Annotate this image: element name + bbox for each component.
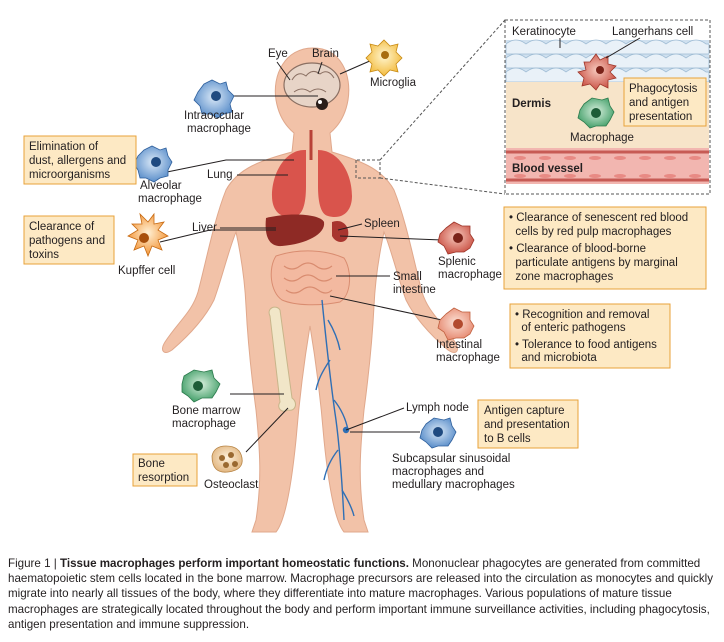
figure-caption: Figure 1 | Tissue macrophages perform im…	[8, 556, 720, 632]
label-bm-2: macrophage	[172, 418, 236, 430]
label-kupffer: Kupffer cell	[118, 265, 175, 277]
subcapsular-macrophage-cell	[419, 417, 457, 449]
box-antigen-capture: Antigen capture and presentation to B ce…	[477, 399, 579, 449]
organ-labels: Eye Brain Microglia Intraoccular macroph…	[118, 48, 515, 491]
label-lymph-node: Lymph node	[406, 402, 469, 414]
liver-organ	[265, 214, 325, 247]
box-bone-line-1: Bone	[138, 458, 165, 470]
label-subcap-2: macrophages and	[392, 466, 484, 478]
box-intestinal-line-3: • Tolerance to food antigens	[515, 339, 657, 351]
box-phagocytosis: Phagocytosis and antigen presentation	[623, 77, 707, 127]
box-clearance-pathogens: Clearance of pathogens and toxins	[23, 215, 115, 265]
label-osteoclast: Osteoclast	[204, 479, 259, 491]
label-intestinal-2: macrophage	[436, 352, 500, 364]
label-microglia: Microglia	[370, 77, 417, 89]
box-clearance-line-2: pathogens and	[29, 235, 105, 247]
box-clearance-line-1: Clearance of	[29, 221, 95, 233]
intestine-organ	[270, 250, 350, 306]
box-splenic-line-5: zone macrophages	[509, 271, 613, 283]
box-elimination-line-3: microorganisms	[29, 169, 110, 181]
box-splenic-line-2: cells by red pulp macrophages	[509, 226, 672, 238]
label-intestinal-1: Intestinal	[436, 339, 482, 351]
box-intestinal-line-2: of enteric pathogens	[515, 322, 626, 334]
box-phago-line-3: presentation	[629, 111, 692, 123]
spleen-organ	[332, 220, 349, 242]
bone-marrow-macrophage-cell	[181, 369, 221, 403]
lymph-vessels	[315, 299, 355, 521]
inset-blood-vessel: Blood vessel	[512, 163, 583, 175]
label-subcap-1: Subcapsular sinusoidal	[392, 453, 510, 465]
label-small-int-1: Small	[393, 271, 422, 283]
box-bone-line-2: resorption	[138, 472, 189, 484]
box-antigen-line-1: Antigen capture	[484, 405, 565, 417]
intestinal-macrophage-cell	[437, 307, 475, 341]
label-alveolar-1: Alveolar	[140, 180, 182, 192]
lungs-organ	[272, 130, 352, 218]
box-elimination-line-1: Elimination of	[29, 141, 99, 153]
box-intestinal-line-4: and microbiota	[515, 352, 597, 364]
inset-dermis: Dermis	[512, 98, 551, 110]
label-lung: Lung	[207, 169, 233, 181]
splenic-macrophage-cell	[437, 221, 475, 255]
inset-keratinocyte: Keratinocyte	[512, 26, 576, 38]
intraocular-macrophage-cell	[193, 79, 235, 119]
alveolar-macrophage-cell	[133, 145, 173, 183]
caption-body: Mononuclear phagocytes are generated fro…	[8, 557, 714, 631]
box-elimination-line-2: dust, allergens and	[29, 155, 126, 167]
osteoclast-cell	[211, 445, 243, 473]
box-antigen-line-3: to B cells	[484, 433, 531, 445]
caption-prefix: Figure 1 |	[8, 557, 60, 570]
label-eye: Eye	[268, 48, 288, 60]
box-splenic-line-1: • Clearance of senescent red blood	[509, 212, 688, 224]
skin-inset: Keratinocyte Langerhans cell Dermis Macr…	[504, 19, 711, 195]
label-brain: Brain	[312, 48, 339, 60]
label-spleen: Spleen	[364, 218, 400, 230]
dermal-macrophage-cell	[577, 97, 615, 129]
label-alveolar-2: macrophage	[138, 193, 202, 205]
tissue-macrophage-diagram: Eye Brain Microglia Intraoccular macroph…	[23, 19, 711, 533]
label-intraocular-2: macrophage	[187, 123, 251, 135]
box-antigen-line-2: and presentation	[484, 419, 570, 431]
femur-bone	[268, 306, 296, 412]
box-intestinal-line-1: • Recognition and removal	[515, 309, 649, 321]
label-small-int-2: intestine	[393, 284, 436, 296]
label-bm-1: Bone marrow	[172, 405, 241, 417]
label-subcap-3: medullary macrophages	[392, 479, 515, 491]
label-intraocular-1: Intraoccular	[184, 110, 244, 122]
box-bone-resorption: Bone resorption	[132, 453, 198, 487]
langerhans-cell	[577, 53, 617, 91]
kupffer-cell	[127, 212, 169, 258]
box-intestinal-functions: • Recognition and removal of enteric pat…	[509, 303, 671, 369]
inset-langerhans: Langerhans cell	[612, 26, 693, 38]
box-splenic-line-4: particulate antigens by marginal	[509, 257, 678, 269]
box-splenic-line-3: • Clearance of blood-borne	[509, 243, 646, 255]
box-elimination: Elimination of dust, allergens and micro…	[23, 135, 137, 185]
box-clearance-line-3: toxins	[29, 249, 59, 261]
label-splenic-2: macrophage	[438, 269, 502, 281]
microglia-cell	[365, 39, 403, 77]
caption-title: Tissue macrophages perform important hom…	[60, 557, 409, 570]
label-liver: Liver	[192, 222, 217, 234]
box-phago-line-1: Phagocytosis	[629, 83, 698, 95]
connector-lines	[159, 19, 506, 453]
box-phago-line-2: and antigen	[629, 97, 689, 109]
box-splenic-functions: • Clearance of senescent red blood cells…	[503, 206, 707, 290]
label-splenic-1: Splenic	[438, 256, 476, 268]
inset-macrophage: Macrophage	[570, 132, 634, 144]
